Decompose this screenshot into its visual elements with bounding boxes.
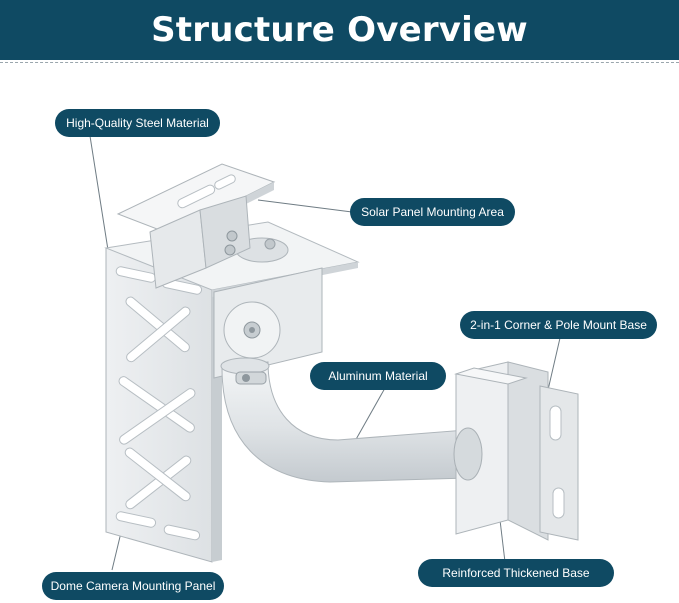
callout-solar-panel-area: Solar Panel Mounting Area (350, 198, 515, 226)
callout-corner-label: 2-in-1 Corner & Pole Mount Base (470, 318, 647, 332)
swivel-block (213, 267, 323, 379)
callout-solar-label: Solar Panel Mounting Area (361, 205, 504, 219)
solar-mount (116, 163, 276, 289)
callout-reinforced-base: Reinforced Thickened Base (418, 559, 614, 587)
callout-steel-label: High-Quality Steel Material (66, 116, 209, 130)
callout-aluminum-material: Aluminum Material (310, 362, 446, 390)
callout-dome-camera-panel: Dome Camera Mounting Panel (42, 572, 224, 600)
callout-steel-material: High-Quality Steel Material (55, 109, 220, 137)
banner-divider (0, 62, 679, 63)
dome-camera-panel (105, 247, 222, 563)
title-banner: Structure Overview (0, 0, 679, 60)
aluminum-arm (220, 357, 469, 483)
callout-aluminum-label: Aluminum Material (328, 369, 428, 383)
callout-dome-label: Dome Camera Mounting Panel (50, 579, 216, 593)
corner-pole-base (453, 361, 579, 541)
callout-base-label: Reinforced Thickened Base (442, 566, 590, 580)
callout-corner-pole-base: 2-in-1 Corner & Pole Mount Base (460, 311, 657, 339)
page-title: Structure Overview (151, 10, 528, 50)
